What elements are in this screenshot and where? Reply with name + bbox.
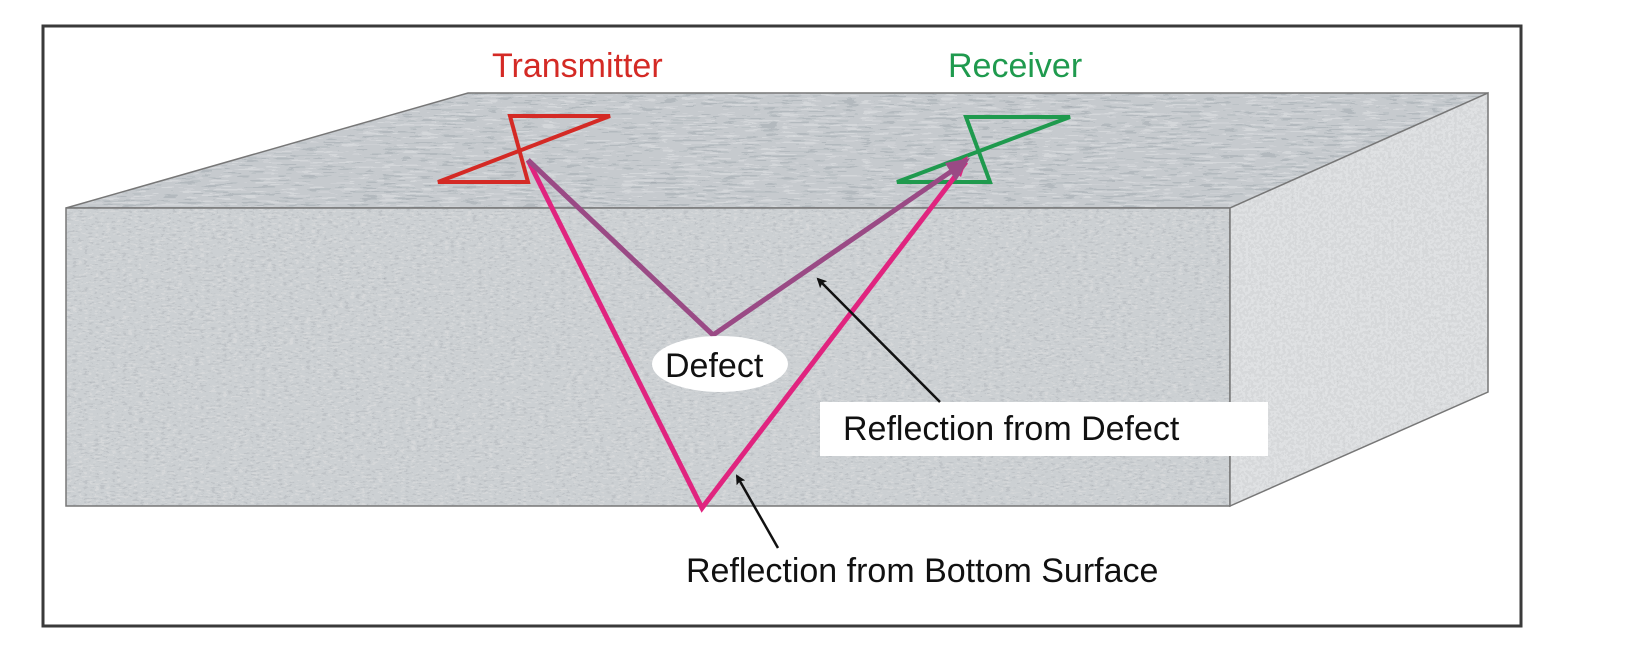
- reflection-defect-label-background: [820, 402, 1268, 456]
- block-front-face: [65, 207, 1231, 507]
- reflection-from-bottom-label: Reflection from Bottom Surface: [686, 552, 1158, 590]
- transmitter-icon: [437, 114, 611, 184]
- defect-reflection-ray: [526, 158, 964, 339]
- bottom-reflection-ray: [525, 158, 968, 513]
- defect-label-background: [652, 336, 788, 392]
- defect-pointer-arrow: [816, 277, 941, 403]
- reflection-from-defect-label: Reflection from Defect: [843, 410, 1180, 448]
- block-side-face: [1229, 91, 1489, 508]
- bottom-pointer-arrow: [735, 474, 780, 549]
- transmitter-label: Transmitter: [492, 47, 663, 85]
- block-top-face: [65, 92, 1489, 209]
- defect-label: Defect: [665, 347, 764, 385]
- defect-ray-arrowhead-icon: [945, 158, 970, 181]
- receiver-label: Receiver: [948, 47, 1082, 85]
- receiver-icon: [896, 115, 1071, 184]
